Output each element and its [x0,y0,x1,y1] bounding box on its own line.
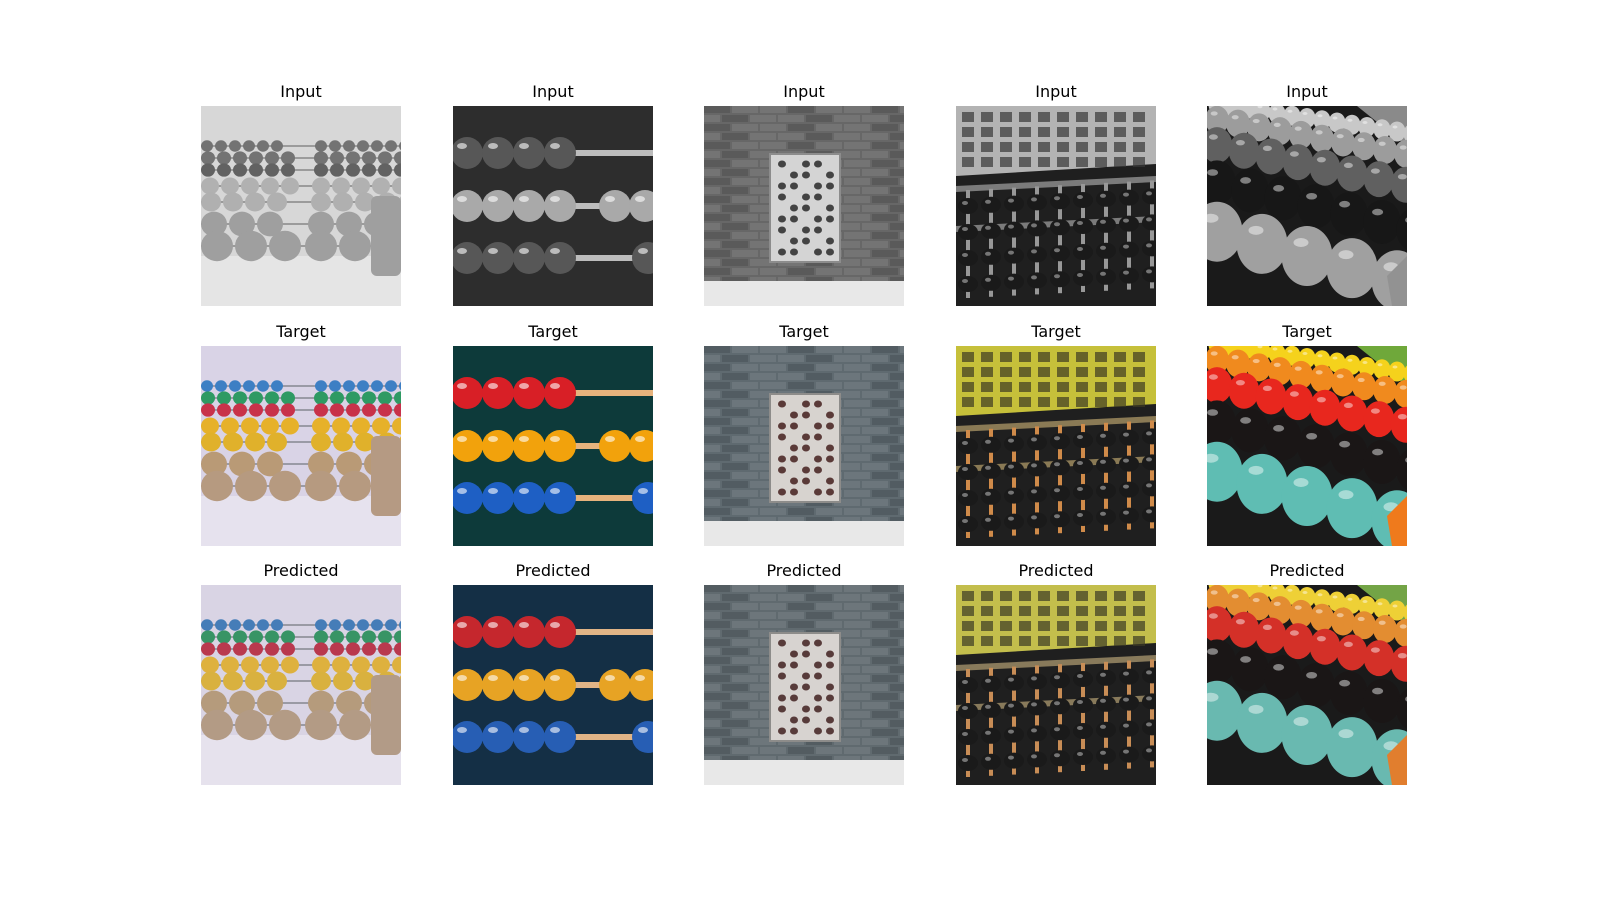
abacus-image [453,585,653,785]
abacus-image [1207,106,1407,306]
cell-title: Predicted [263,561,339,580]
abacus-image [956,106,1156,306]
abacus-image [201,585,401,785]
cell-title: Input [532,82,574,101]
abacus-image [704,346,904,546]
abacus-image [453,346,653,546]
abacus-image [453,106,653,306]
cell-title: Input [280,82,322,101]
cell-title: Target [779,322,829,341]
cell-title: Target [528,322,578,341]
abacus-image [956,346,1156,546]
abacus-image [1207,346,1407,546]
cell-title: Target [1031,322,1081,341]
abacus-image [704,106,904,306]
abacus-image [201,346,401,546]
abacus-image [956,585,1156,785]
cell-title: Input [1286,82,1328,101]
cell-title: Input [1035,82,1077,101]
abacus-image [1207,585,1407,785]
cell-title: Predicted [1018,561,1094,580]
cell-title: Target [1282,322,1332,341]
cell-title: Predicted [766,561,842,580]
cell-title: Target [276,322,326,341]
abacus-image [704,585,904,785]
cell-title: Input [783,82,825,101]
cell-title: Predicted [515,561,591,580]
cell-title: Predicted [1269,561,1345,580]
abacus-image [201,106,401,306]
